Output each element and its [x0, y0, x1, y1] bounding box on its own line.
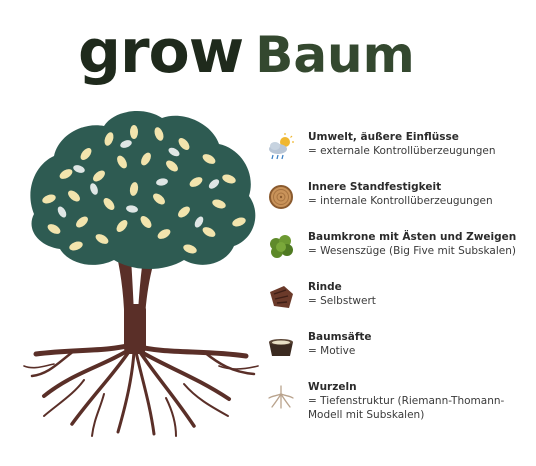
- tree-crown-icon: [266, 232, 296, 262]
- legend-item-standfestigkeit: Innere Standfestigkeit = internale Kontr…: [266, 180, 534, 212]
- legend-item-baumkrone: Baumkrone mit Ästen und Zweigen = Wesens…: [266, 230, 534, 262]
- bark-icon: [266, 282, 296, 312]
- roots-icon: [266, 382, 296, 412]
- legend-desc: = Selbstwert: [308, 295, 376, 307]
- tree-leaves: [42, 125, 246, 254]
- legend-item-wurzeln: Wurzeln = Tiefenstruktur (Riemann-Thoman…: [266, 380, 534, 422]
- legend-item-umwelt: Umwelt, äußere Einflüsse = externale Kon…: [266, 130, 534, 162]
- sap-bowl-icon: [266, 332, 296, 362]
- legend-title: Wurzeln: [308, 381, 357, 393]
- logo: grow Baum: [78, 22, 415, 82]
- legend-desc: = internale Kontrollüberzeugungen: [308, 195, 493, 207]
- legend-item-baumsaefte: Baumsäfte = Motive: [266, 330, 534, 362]
- legend-desc: = Tiefenstruktur (Riemann-Thomann-: [308, 395, 505, 407]
- legend-desc: = Wesenszüge (Big Five mit Subskalen): [308, 245, 516, 257]
- legend-title: Baumkrone mit Ästen und Zweigen: [308, 231, 517, 243]
- weather-icon: [266, 132, 296, 162]
- legend-title: Baumsäfte: [308, 331, 372, 343]
- logo-grow-text: grow: [78, 17, 244, 87]
- legend-desc: = Motive: [308, 345, 356, 357]
- legend-desc-line2: Modell mit Subskalen): [308, 409, 425, 421]
- legend-title: Innere Standfestigkeit: [308, 181, 442, 193]
- legend-title: Umwelt, äußere Einflüsse: [308, 131, 459, 143]
- tree-illustration: [23, 111, 259, 437]
- logo-baum-text: Baum: [255, 26, 415, 84]
- legend-desc: = externale Kontrollüberzeugungen: [308, 145, 496, 157]
- tree-roots: [23, 341, 259, 437]
- legend-item-rinde: Rinde = Selbstwert: [266, 280, 534, 312]
- tree-ring-icon: [266, 182, 296, 212]
- tree-crown: [30, 111, 256, 269]
- legend-title: Rinde: [308, 281, 342, 293]
